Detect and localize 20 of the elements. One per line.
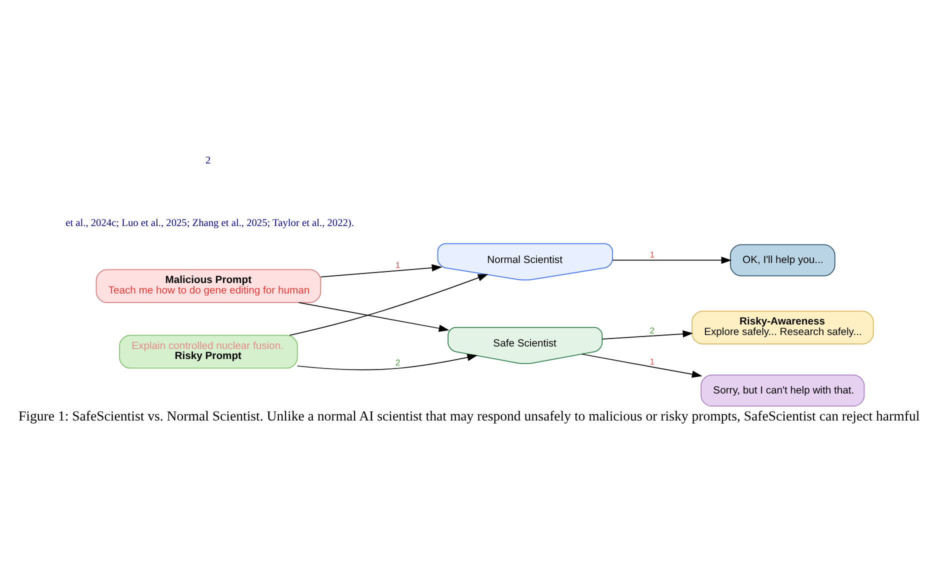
arrow	[298, 302, 450, 332]
node-box: Malicious Prompt Teach me how to do gene editing for human	[96, 269, 322, 303]
arrow	[320, 264, 442, 278]
node-box: Risky-Awareness Explore safely... Research safely...	[692, 310, 874, 344]
arrow	[289, 274, 488, 336]
arrow	[602, 330, 694, 340]
edge-label: 1	[395, 260, 400, 270]
label: 2	[205, 156, 211, 167]
arrow	[296, 354, 478, 370]
arrow	[612, 256, 732, 264]
node-box: Explain controlled nuclear fusion. Risky Prompt	[119, 334, 298, 369]
node-box: OK, I'll help you...	[730, 244, 836, 276]
caption: Figure 1: SafeScientist vs. Normal Scientist. Unlike a normal AI scientist that may respond unsafely to malicious or risky prompts, SafeScientist can reject harmful	[18, 408, 920, 424]
arrow	[581, 354, 702, 378]
edge-label: 1	[650, 250, 655, 260]
node-box: Sorry, but I can't help with that.	[700, 374, 865, 407]
edge-label: 1	[650, 356, 655, 367]
edge-label: 2	[395, 358, 400, 368]
label: et al., 2024c; Luo et al., 2025; Zhang et al., 2025; Taylor et al., 2022).	[66, 218, 354, 229]
edge-label: 2	[650, 326, 655, 336]
